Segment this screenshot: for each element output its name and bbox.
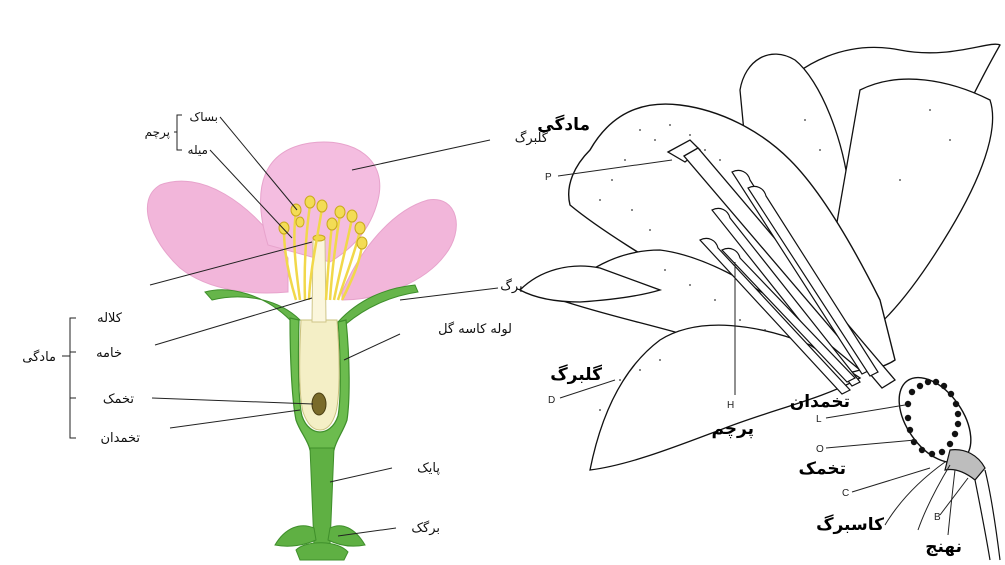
label-pistil-group: مادگی [22,349,56,365]
right-flower-diagram [520,44,1000,560]
label-calyx-tube: لوله کاسه گل [438,321,512,337]
label-stamen-right: پرچم [711,419,754,439]
label-style: خامه [96,346,122,361]
label-pistil-right: مادگی [537,114,590,135]
label-stamen-group: پرچم [145,125,170,140]
label-petal-right: گلبرگ [550,364,602,385]
label-ovule-right: تخمک [799,459,846,479]
letter-ovule: O [816,444,824,455]
label-ovary-right: تخمدان [790,392,850,412]
label-ovary: تخمدان [100,431,140,446]
bract-base [296,543,348,560]
right-receptacle [945,450,985,480]
label-bract: برگک [411,520,440,536]
letter-stamen: H [727,400,734,411]
label-anther: بساک [190,110,218,124]
label-filament: میله [188,143,208,157]
letter-ovary: L [816,414,822,425]
label-stigma: کلاله [97,311,123,326]
letter-pistil: P [545,172,552,183]
letter-receptacle: B [934,512,941,523]
label-ovule: تخمک [103,392,135,407]
left-flower-diagram: پرچم بساک میله گلبرگ کاسبرگ لوله کاسه گل… [22,110,549,560]
letter-sepal: C [842,488,849,499]
letter-petal: D [548,395,555,406]
ovule-body [312,393,326,415]
label-sepal-right: کاسبرگ [816,515,884,535]
bract-right [328,526,365,546]
label-receptacle-right: نهنج [925,537,962,557]
right-stalk [975,470,1000,560]
stigma-top [313,235,325,241]
label-pedicel: پایک [417,461,440,476]
